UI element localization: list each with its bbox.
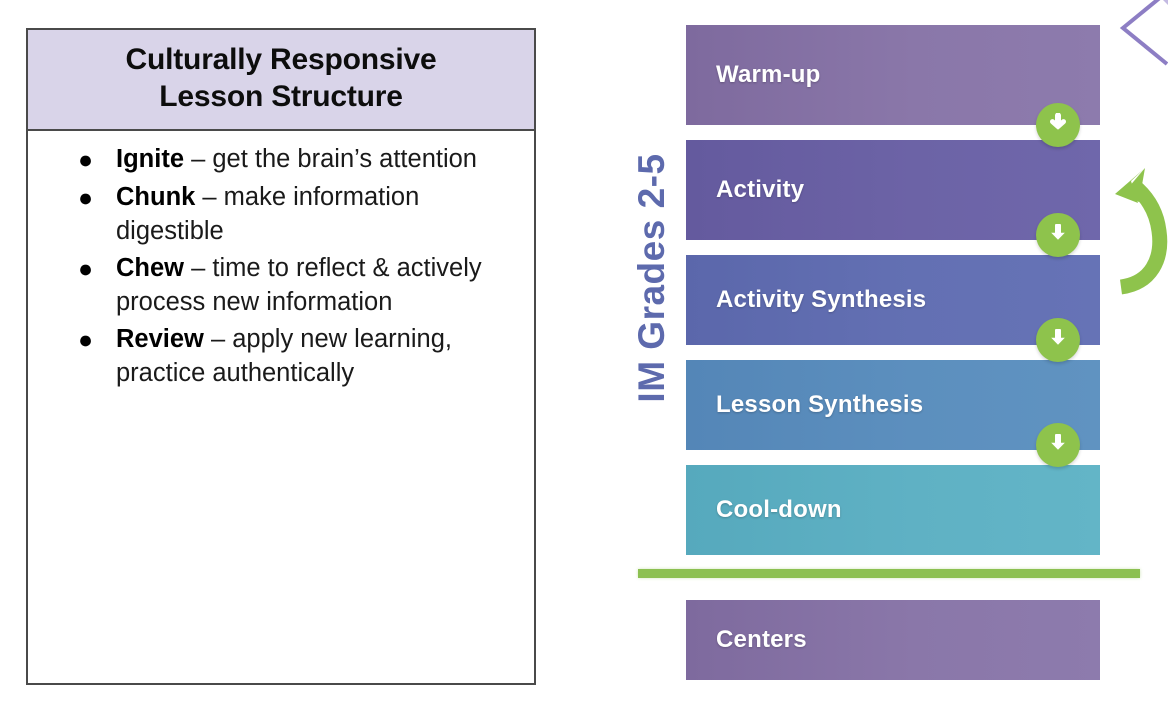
lesson-structure-card: Culturally Responsive Lesson Structure ●… [26,28,536,685]
flow-bar-label: Warm-up [716,61,821,88]
list-item-text: – get the brain’s attention [184,145,477,174]
flow-bar-label: Activity Synthesis [716,286,927,313]
list-item: ● Chew – time to reflect & actively proce… [72,252,516,319]
flow-bar-warm-up[interactable]: Warm-up [672,25,1100,131]
flow-bar-label: Cool-down [716,496,842,523]
list-item: ● Chunk – make information digestible [72,181,516,248]
lesson-flow-diagram: IM Grades 2-5 Warm-up Activity Activity … [560,0,1168,726]
list-item-lead: Review [116,325,204,354]
card-header: Culturally Responsive Lesson Structure [28,30,534,132]
list-item-text: – time to reflect & actively process new… [116,254,482,316]
list-item-lead: Ignite [116,145,184,174]
bullet-icon: ● [78,255,94,284]
list-item-lead: Chew [116,254,185,283]
arrow-down-icon [1036,213,1080,257]
flow-bar-lesson-synthesis[interactable]: Lesson Synthesis [672,360,1100,456]
card-title-line-2: Lesson Structure [159,79,403,113]
list-item: ● Review – apply new learning, practice a… [72,323,516,390]
diagram-axis-label: IM Grades 2-5 [631,153,672,403]
arrow-down-icon [1036,318,1080,362]
flow-bar-label: Activity [716,176,805,203]
bullet-icon: ● [78,326,94,355]
list-item-lead: Chunk [116,182,196,211]
curved-arrow-up-icon [1115,168,1168,295]
bullet-icon: ● [78,183,94,212]
bar-shadow [672,261,692,351]
bullet-icon: ● [78,146,94,175]
flow-bar-centers[interactable]: Centers [672,600,1100,686]
flow-bar-label: Lesson Synthesis [716,391,924,418]
card-title-line-1: Culturally Responsive [125,43,437,76]
arrow-down-icon [1036,423,1080,467]
chevron-left-outline-icon [1119,0,1168,66]
arrow-down-icon [1036,103,1080,147]
lesson-structure-list: ● Ignite – get the brain’s attention ● Chu… [28,131,534,391]
bar-shadow [672,606,692,686]
bar-shadow [672,366,692,456]
bar-shadow [672,146,692,246]
bar-shadow [672,31,692,131]
bar-shadow [672,471,692,561]
section-divider [638,569,1140,578]
flow-bar-label: Centers [716,626,807,653]
list-item-text: – apply new learning, practice authentic… [116,325,452,388]
list-item-text: – make information digestible [116,182,420,245]
flow-bar-activity[interactable]: Activity [672,140,1100,246]
list-item: ● Ignite – get the brain’s attention [72,143,516,177]
flow-bar-cool-down[interactable]: Cool-down [672,465,1100,561]
